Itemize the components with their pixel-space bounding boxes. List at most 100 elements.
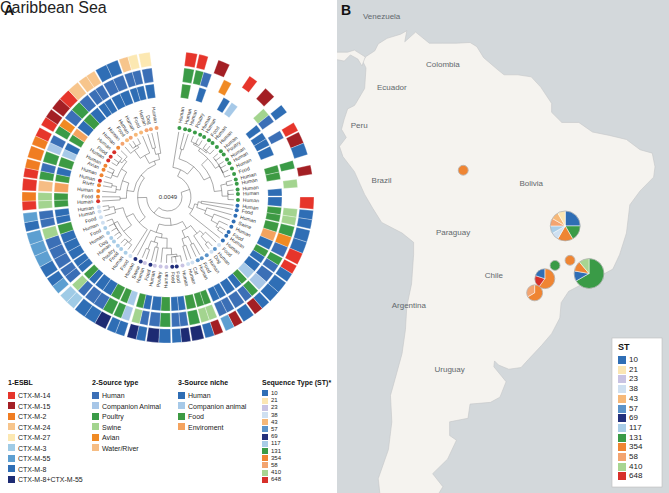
ring-segment xyxy=(149,312,161,327)
ring-segment xyxy=(268,197,282,206)
tip-dot xyxy=(232,172,236,176)
legend-label: CTX-M-3 xyxy=(18,444,46,451)
pie-chart xyxy=(527,285,543,301)
legend-swatch xyxy=(618,356,626,364)
legend-swatch xyxy=(262,434,268,440)
tip-dot xyxy=(227,230,231,234)
legend-label: Human xyxy=(188,392,211,399)
tip-label: Human xyxy=(243,198,259,204)
map-label: Chile xyxy=(485,272,503,280)
tip-dot xyxy=(202,135,206,139)
tree-branch xyxy=(103,206,109,208)
tree-branch xyxy=(211,217,218,224)
tree-branch xyxy=(197,231,203,235)
tree-branch xyxy=(127,175,141,191)
tree-branch xyxy=(184,245,191,259)
tree-branch xyxy=(124,240,128,246)
legend-title: 1-ESBL xyxy=(8,379,33,386)
legend-label: 58 xyxy=(629,452,638,461)
ring-segment xyxy=(196,87,207,102)
tip-dot xyxy=(103,226,107,230)
tree-branch xyxy=(213,154,218,159)
legend-label: 38 xyxy=(629,384,638,393)
legend-item: Human xyxy=(178,391,211,399)
ring-segment xyxy=(23,212,38,223)
legend-item: 69 xyxy=(618,414,638,422)
ring-segment xyxy=(171,297,179,311)
ring-segment xyxy=(145,84,156,99)
ring-segment xyxy=(39,210,54,220)
pie-chart xyxy=(565,255,575,265)
ring-segment xyxy=(54,200,68,208)
map-label: Venezuela xyxy=(363,13,400,21)
tree-branch xyxy=(107,219,114,223)
tree-branch xyxy=(133,223,148,253)
legend-swatch xyxy=(178,392,185,399)
tree-branch xyxy=(111,228,118,231)
tip-dot xyxy=(183,127,187,131)
ring-segment xyxy=(137,86,147,101)
tip-dot xyxy=(96,195,100,199)
tip-dot xyxy=(217,243,221,247)
legend-title: 2-Source type xyxy=(92,379,138,386)
ring-segment xyxy=(214,60,230,77)
tip-dot xyxy=(109,236,113,240)
ring-segment xyxy=(131,308,142,324)
tip-dot xyxy=(98,179,102,183)
legend-title: ST xyxy=(618,343,630,352)
legend-label: CTX-M-14 xyxy=(18,392,50,399)
ring-segment xyxy=(177,296,186,311)
ring-segment xyxy=(185,294,197,310)
tree-branch xyxy=(173,132,181,170)
map-label: Colombia xyxy=(426,61,460,69)
legend-item: CTX-M-24 xyxy=(8,423,50,431)
tree-branch xyxy=(154,208,176,214)
tip-dot xyxy=(103,164,107,168)
tip-dot xyxy=(149,127,153,131)
tip-dot xyxy=(96,189,100,193)
legend-item: 410 xyxy=(262,469,281,475)
tree-branch xyxy=(148,241,154,249)
tree-branch xyxy=(141,161,156,175)
ring-segment xyxy=(55,208,70,217)
tree-branch xyxy=(114,159,119,164)
legend-label: 43 xyxy=(629,394,638,403)
tip-dot xyxy=(233,214,237,218)
ring-segment xyxy=(180,327,191,342)
tree-branch xyxy=(208,159,219,169)
tree-branch xyxy=(191,136,194,143)
tree-branch xyxy=(228,190,234,193)
tip-dot xyxy=(224,234,228,238)
map-label: Uruguay xyxy=(435,366,465,374)
tree-branch xyxy=(176,189,190,208)
legend-label: 21 xyxy=(271,398,278,404)
tip-dot xyxy=(119,247,123,251)
ring-segment xyxy=(139,52,152,68)
legend-label: Poultry xyxy=(102,413,124,420)
legend-label: 410 xyxy=(271,470,281,476)
ring-segment xyxy=(220,315,234,331)
legend-item: CTX-M-8 xyxy=(8,465,46,473)
tree-branch xyxy=(213,214,230,220)
tree-branch xyxy=(218,221,228,225)
legend-label: CTX-M-15 xyxy=(18,402,50,409)
tree-branch xyxy=(135,150,145,158)
tip-dot xyxy=(116,146,120,150)
tree-branch xyxy=(109,224,116,228)
tree-branch xyxy=(121,160,126,169)
tip-dot xyxy=(235,204,239,208)
legend-label: CTX-M-24 xyxy=(18,423,50,430)
map xyxy=(337,0,669,493)
legend-swatch xyxy=(8,434,15,441)
legend-label: Companion animal xyxy=(188,402,246,409)
legend-item: 354 xyxy=(262,455,281,461)
ring-segment xyxy=(300,197,314,209)
tree-branch xyxy=(137,230,156,255)
legend-label: 38 xyxy=(271,412,278,418)
legend-item: Human xyxy=(92,391,125,399)
ring-segment xyxy=(171,312,180,326)
tree-branch xyxy=(187,226,197,234)
tree-branch xyxy=(190,244,196,257)
legend-swatch xyxy=(8,392,15,399)
tip-dot xyxy=(164,265,168,269)
